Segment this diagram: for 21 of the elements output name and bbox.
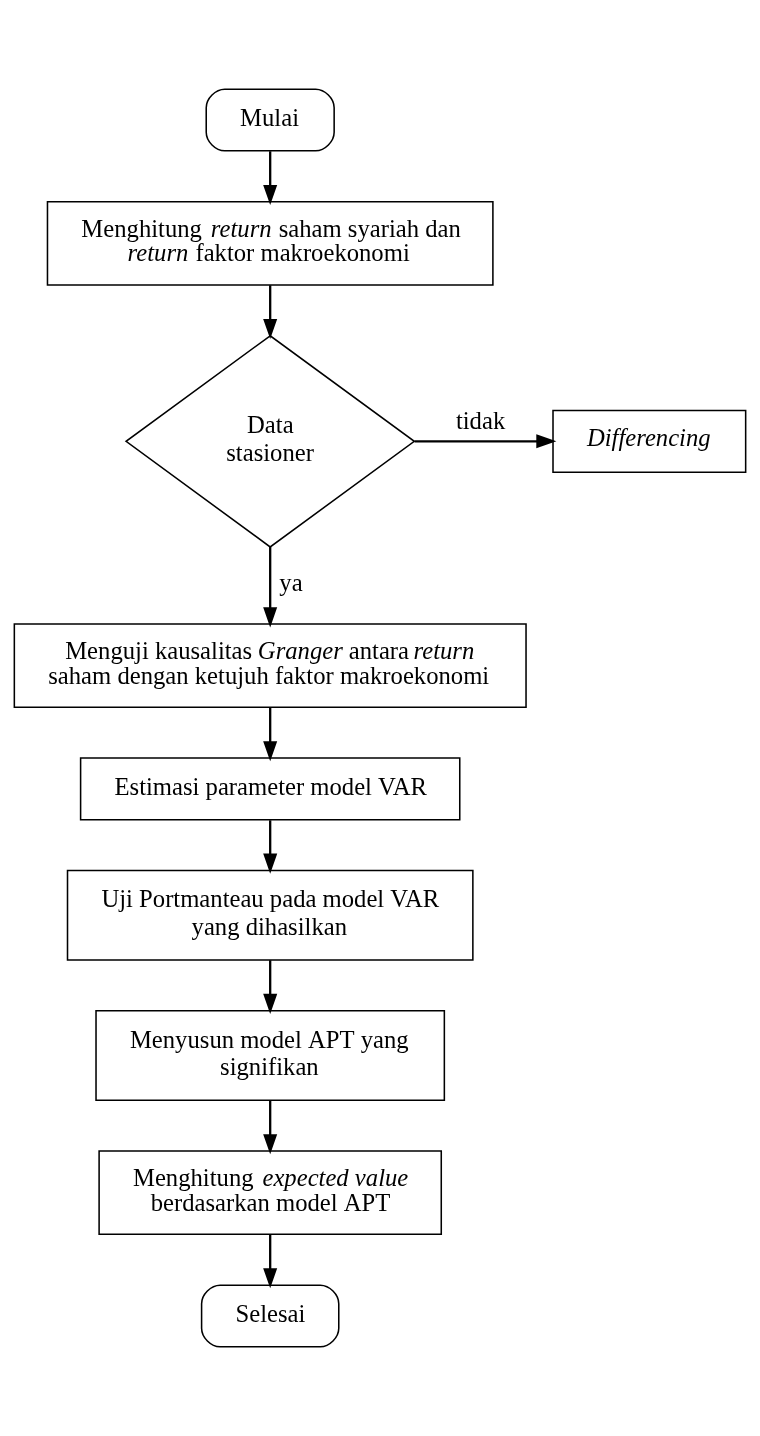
node-box: Uji Portmanteau pada model VAR yang dihasilkan [66, 869, 474, 961]
arrow [263, 1234, 278, 1289]
node-box: Menghitung expected value berdasarkan model APT [98, 1150, 443, 1236]
node-box: Menyusun model APT yang signifikan [95, 1010, 446, 1101]
arrow [414, 434, 557, 449]
arrow [263, 707, 278, 762]
arrow [263, 960, 278, 1014]
node-box: Differencing [552, 409, 747, 473]
node-box: Selesai [200, 1284, 340, 1348]
edge-label: tidak [455, 406, 506, 434]
node-diamond: Data stasioner [124, 334, 416, 548]
node-box: Menguji kausalitas Granger antara return saham dengan ketujuh faktor makroekonomi [13, 623, 527, 708]
node-box: Mulai [205, 88, 335, 152]
arrow [263, 151, 278, 205]
arrow [263, 1100, 278, 1155]
arrow [263, 285, 278, 339]
arrow [263, 820, 278, 874]
node-box: Estimasi parameter model VAR [79, 757, 461, 821]
edge-label: ya [279, 569, 303, 597]
arrow [263, 547, 278, 628]
node-box: Menghitung return saham syariah dan return faktor makroekonomi [46, 200, 494, 286]
